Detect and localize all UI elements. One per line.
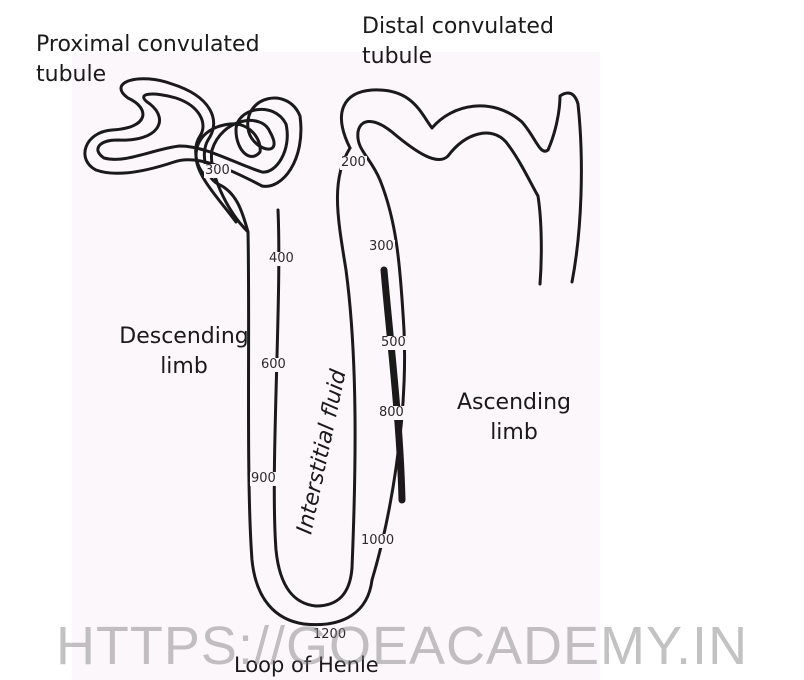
osmolarity-ascending-800: 800 xyxy=(378,406,405,420)
dct-label-line: Distal convulated tubule xyxy=(362,14,554,69)
dct-lower-wall xyxy=(358,121,541,284)
dct-label: Distal convulated tubule xyxy=(362,12,554,72)
ascending-limb-outer-wall xyxy=(358,132,405,580)
osmolarity-descending-900: 900 xyxy=(250,472,277,486)
osmolarity-descending-600: 600 xyxy=(260,358,287,372)
ascending-limb-inner-wall xyxy=(337,148,355,568)
descending-limb-text: Descending limb xyxy=(119,324,249,379)
descending-limb-inner-wall xyxy=(274,210,316,606)
pct-inner-wall xyxy=(98,94,287,222)
osmolarity-ascending-300: 300 xyxy=(368,240,395,254)
pct-label-line: Proximal convulated tubule xyxy=(36,32,260,87)
osmolarity-dct-200: 200 xyxy=(340,156,367,170)
ascending-limb-thick-segment xyxy=(384,270,402,500)
osmolarity-ascending-1000: 1000 xyxy=(360,534,395,548)
osmolarity-descending-400: 400 xyxy=(268,252,295,266)
descending-limb-label: Descending limb xyxy=(112,322,256,382)
pct-outer-wall xyxy=(85,79,301,232)
pct-label: Proximal convulated tubule xyxy=(36,30,260,90)
ascending-limb-label: Ascending limb xyxy=(444,388,584,448)
ascending-limb-text: Ascending limb xyxy=(457,390,571,445)
osmolarity-pct: 300 xyxy=(204,164,231,178)
watermark-text: HTTPS://GOEACADEMY.IN xyxy=(0,616,804,676)
collecting-duct xyxy=(572,104,581,282)
loop-bottom-inner xyxy=(316,568,352,606)
osmolarity-ascending-500: 500 xyxy=(380,336,407,350)
